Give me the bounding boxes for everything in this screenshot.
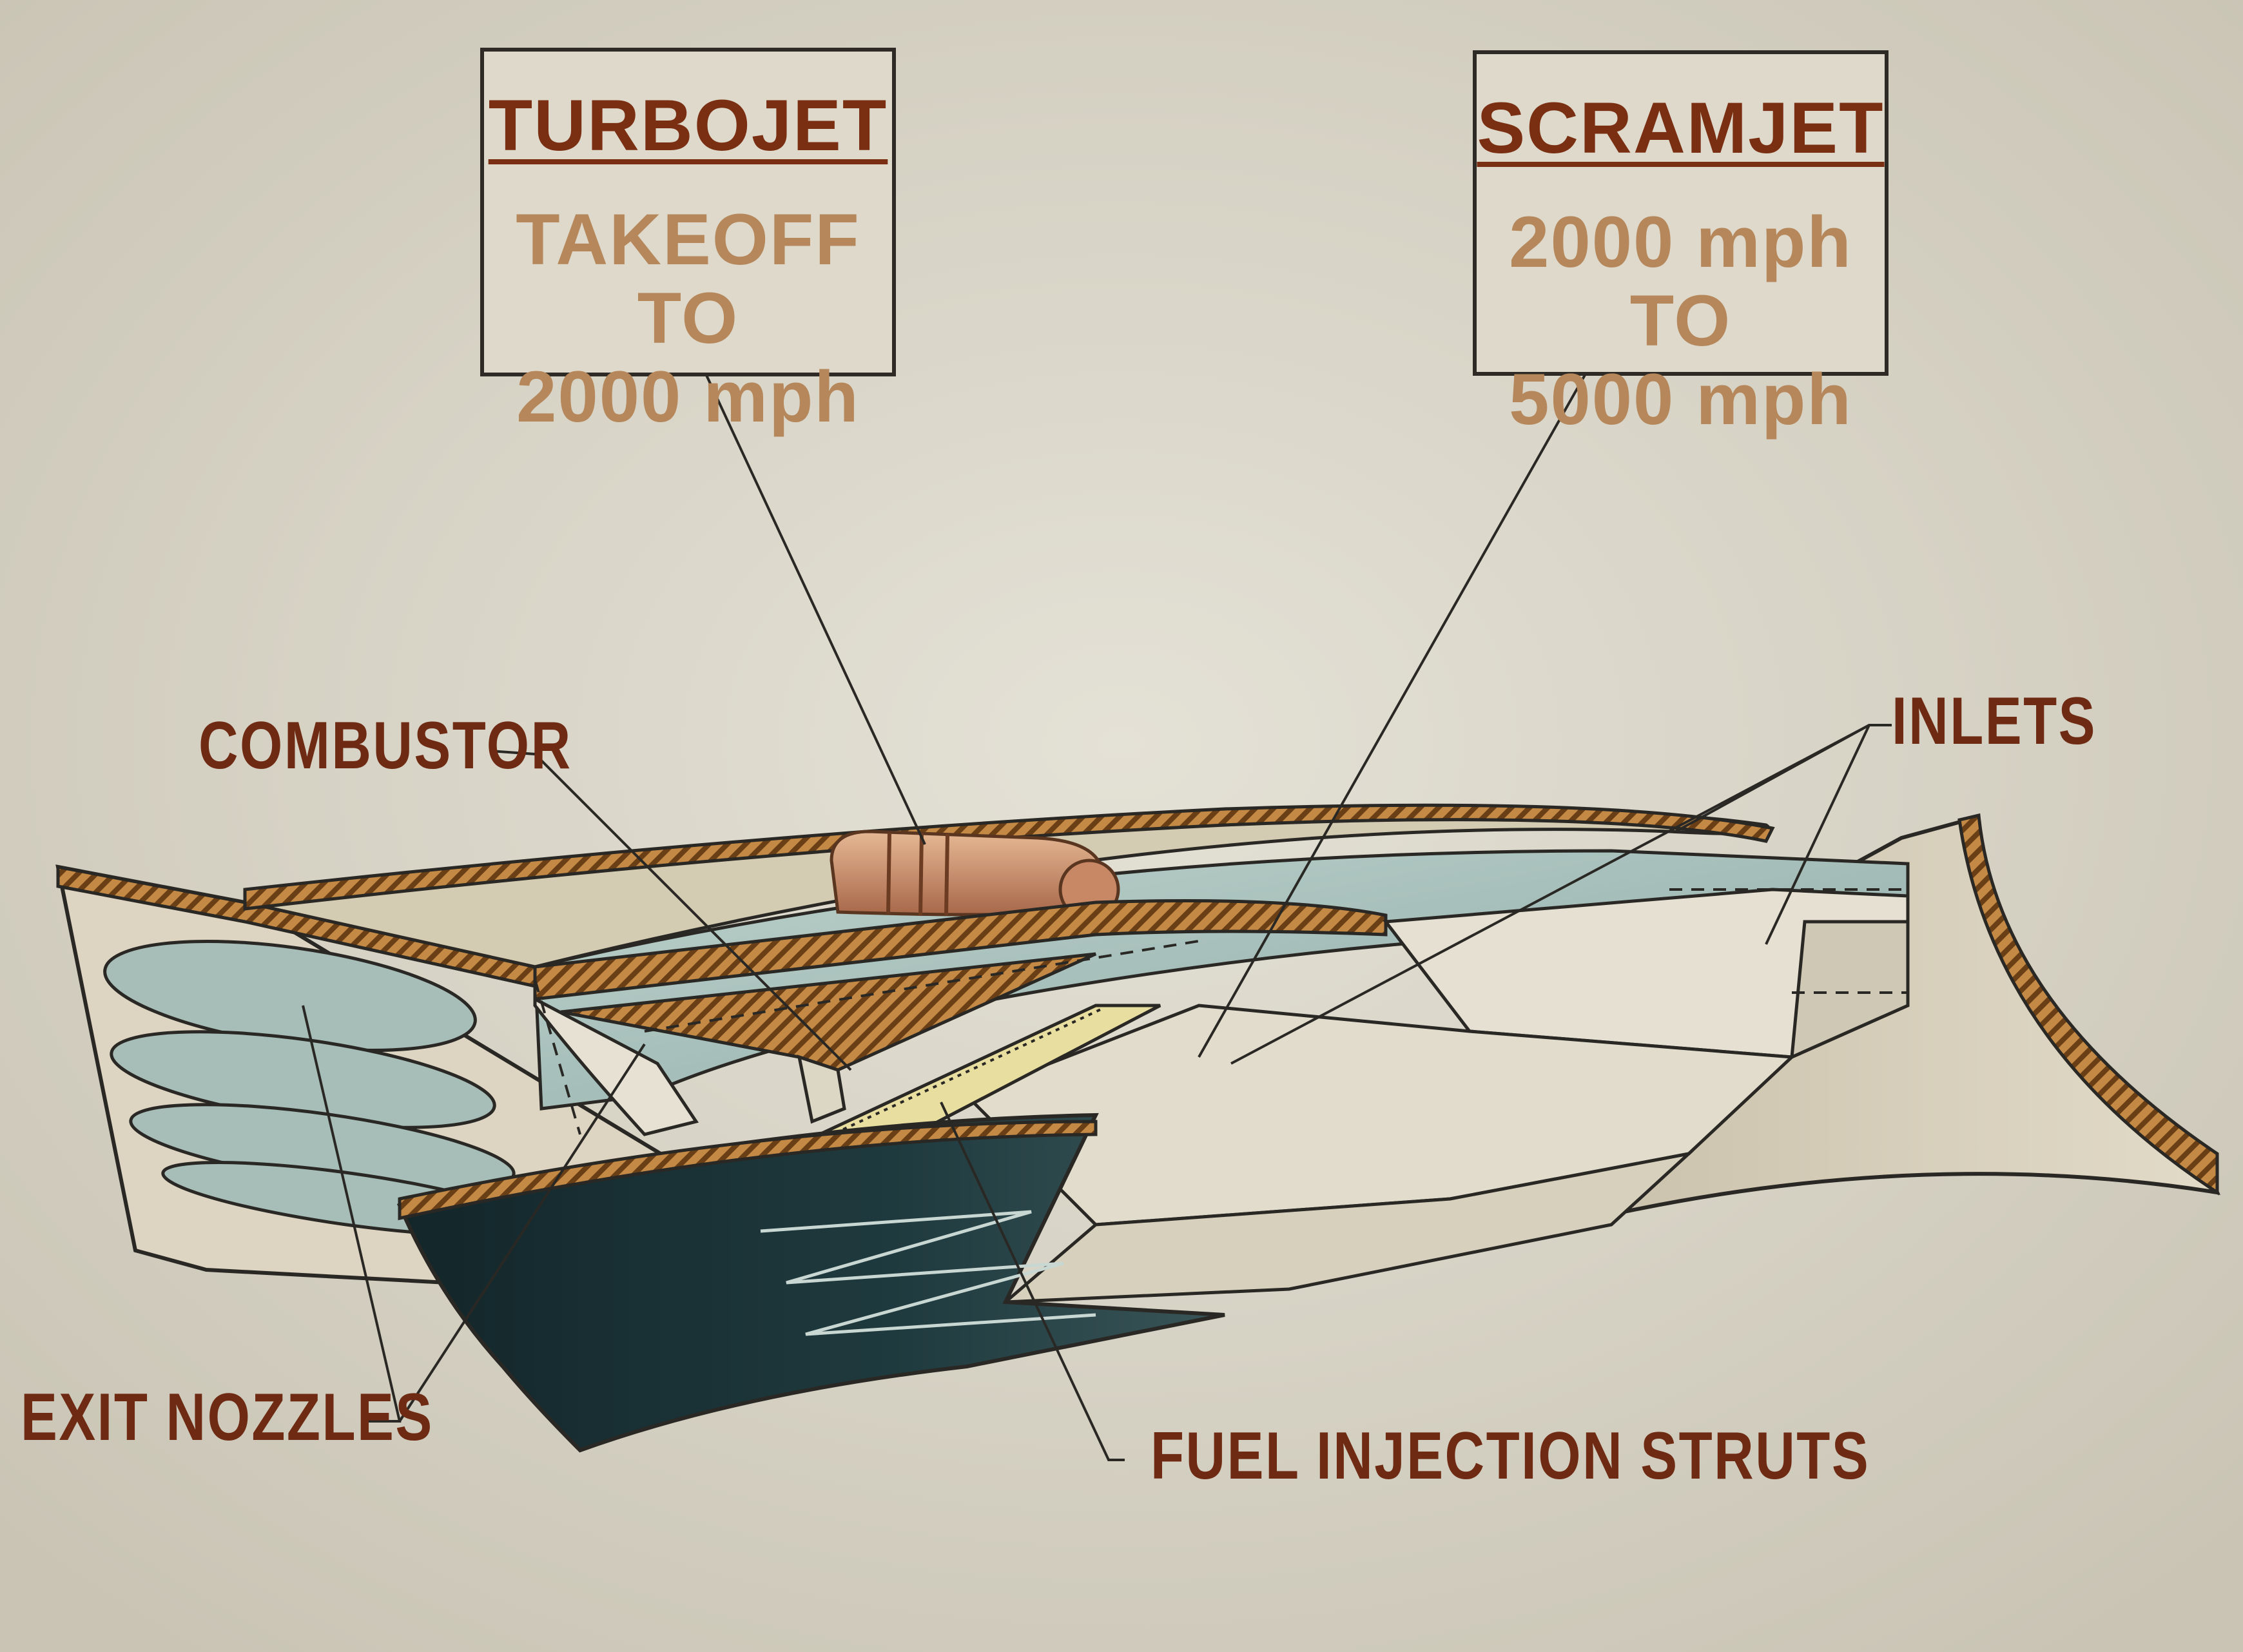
turbojet-range-line-2: 2000 mph — [516, 356, 860, 437]
fuel-injection-struts-label: FUEL INJECTION STRUTS — [1151, 1419, 1870, 1493]
middle-deck-skin — [533, 899, 1388, 1001]
exit-nozzle-shapes — [103, 939, 535, 1238]
fuel-strut-leader — [940, 1102, 1125, 1461]
inlets-label: INLETS — [1892, 684, 2097, 759]
inlet-leader-b — [1230, 724, 1870, 1065]
exit-nozzle-leader-b — [398, 1043, 646, 1423]
scramjet-range-line-2: 5000 mph — [1509, 359, 1852, 440]
turbojet-title: TURBOJET — [488, 85, 888, 166]
combustor-leader — [489, 750, 852, 1071]
combustor-label: COMBUSTOR — [199, 708, 572, 783]
scramjet-box: SCRAMJET 2000 mph TO 5000 mph — [1473, 50, 1889, 439]
inlet-leader-c — [1765, 724, 1870, 945]
scramjet-range-line-1: 2000 mph TO — [1509, 202, 1852, 361]
ramp-hatched-edge — [1957, 813, 2219, 1196]
turbojet-leader — [704, 373, 926, 845]
combustor-wall — [533, 996, 699, 1136]
lower-hatched-skin — [398, 1120, 1098, 1221]
turbojet-range-line-1: TAKEOFF TO — [516, 199, 860, 358]
hull-sawtooth — [760, 1210, 1096, 1336]
leader-lines — [302, 373, 1892, 1461]
scramjet-leader — [1198, 373, 1587, 1058]
exit-nozzles-label: EXIT NOZZLES — [21, 1380, 434, 1455]
turbojet-box: TURBOJET TAKEOFF TO 2000 mph — [480, 48, 896, 436]
inlet-module-side — [1790, 920, 1910, 1060]
scramjet-title: SCRAMJET — [1477, 88, 1885, 168]
combustor-step — [797, 1054, 846, 1124]
